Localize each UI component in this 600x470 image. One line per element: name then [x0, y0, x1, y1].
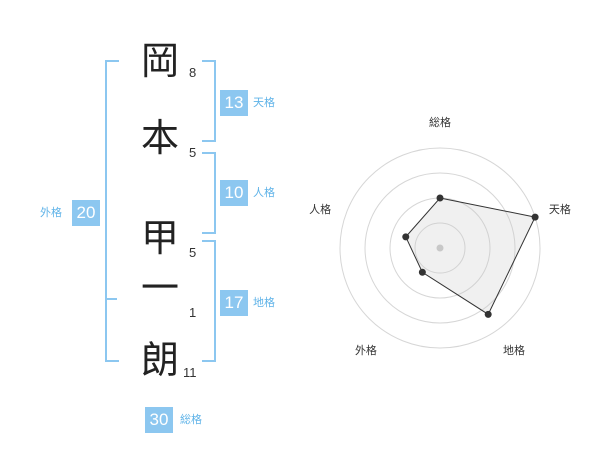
- stroke-count-5: 11: [183, 365, 197, 380]
- name-char-1: 岡: [140, 39, 179, 83]
- radar-center: [436, 244, 444, 252]
- gaikaku-bracket-split: [105, 298, 117, 300]
- radar-ring: [339, 147, 541, 349]
- radar-axis-label-4: 外格: [355, 343, 377, 357]
- stroke-count-1: 8: [189, 65, 197, 80]
- name-char-4: 一: [140, 266, 179, 310]
- stroke-count-2: 5: [189, 145, 197, 160]
- jinkaku-bracket: [202, 152, 216, 234]
- radar-point-4: [418, 268, 426, 276]
- gaikaku-bracket: [105, 60, 119, 362]
- radar-ring: [364, 172, 516, 324]
- name-char-5: 朗: [140, 338, 179, 382]
- radar-point-3: [484, 310, 492, 318]
- radar-ring: [414, 222, 466, 274]
- soukaku-label: 総格: [180, 413, 202, 426]
- tenkaku-label: 天格: [253, 96, 275, 109]
- gaikaku-label: 外格: [40, 206, 62, 219]
- radar-point-5: [402, 233, 410, 241]
- radar-axis-label-1: 総格: [429, 115, 451, 129]
- jinkaku-label: 人格: [253, 186, 275, 199]
- chikaku-value: 17: [220, 290, 248, 316]
- radar-axis-label-2: 天格: [549, 202, 571, 216]
- stroke-count-3: 5: [189, 245, 197, 260]
- chikaku-label: 地格: [253, 296, 275, 309]
- stroke-count-4: 1: [189, 305, 197, 320]
- gaikaku-value: 20: [72, 200, 100, 226]
- tenkaku-bracket: [202, 60, 216, 142]
- name-char-3: 甲: [140, 216, 179, 260]
- radar-area: [405, 197, 536, 316]
- jinkaku-value: 10: [220, 180, 248, 206]
- radar-axis-label-5: 人格: [309, 202, 331, 216]
- radar-point-2: [531, 213, 539, 221]
- radar-point-1: [436, 194, 444, 202]
- tenkaku-value: 13: [220, 90, 248, 116]
- soukaku-value: 30: [145, 407, 173, 433]
- radar-axis-label-3: 地格: [503, 343, 525, 357]
- name-char-2: 本: [140, 116, 179, 160]
- chikaku-bracket: [202, 240, 216, 362]
